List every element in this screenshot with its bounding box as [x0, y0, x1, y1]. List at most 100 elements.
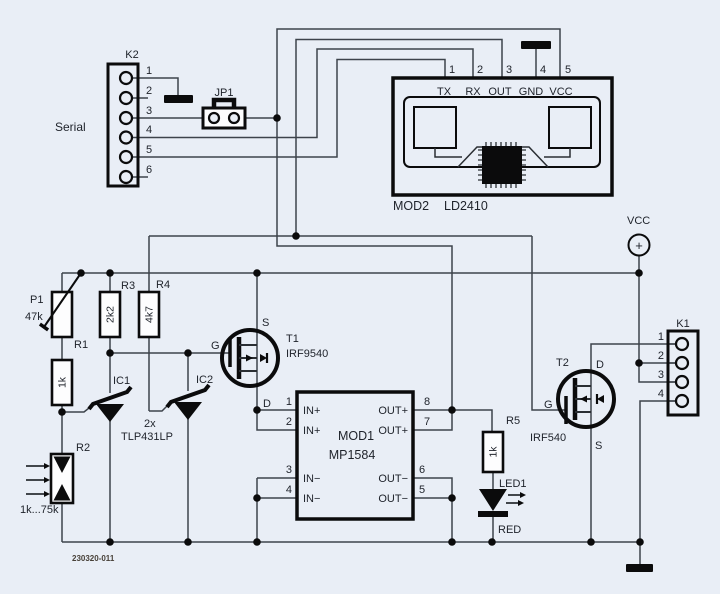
body-diode-icon — [597, 395, 604, 403]
r5-label: R5 — [506, 415, 520, 427]
mod2-ld2410-module: 1 2 3 4 5 TX RX OUT GND VCC MOD2 LD2410 — [391, 64, 614, 213]
mod1-pin-number: 3 — [286, 464, 292, 476]
ic2-label: IC2 — [196, 374, 213, 386]
mod1-pin-number: 2 — [286, 416, 292, 428]
mod1-pin-number: 8 — [424, 396, 430, 408]
mod1-pin-name: IN− — [303, 473, 320, 485]
mod1-pin-number: 6 — [419, 464, 425, 476]
mod2-pin-name: OUT — [488, 86, 512, 98]
jp1-label: JP1 — [215, 87, 234, 99]
r3-value: 2k2 — [105, 306, 117, 323]
radar-chip-icon — [478, 142, 526, 188]
t2-part: IRF540 — [530, 432, 566, 444]
mod1-pin-number: 1 — [286, 396, 292, 408]
t2-drain-label: D — [596, 359, 604, 371]
k1-pin-circle — [674, 374, 690, 390]
led1-red-led: LED1 RED — [478, 478, 527, 536]
k2-pin-number: 2 — [146, 85, 152, 97]
mod1-part: MP1584 — [329, 448, 376, 462]
k2-pin-circle — [118, 130, 134, 145]
k2-pin-circle — [118, 169, 134, 185]
mod2-pin-name: GND — [519, 86, 544, 98]
mosfet-arrow-icon — [580, 395, 587, 403]
ground-symbol-k2 — [164, 95, 193, 103]
ic-pair-qty: 2x — [144, 418, 156, 430]
k1-pin-number: 3 — [658, 369, 664, 381]
jp1-jumper: JP1 — [201, 87, 247, 130]
t1-gate-label: G — [211, 340, 220, 352]
p1-value: 47k — [25, 311, 43, 323]
r3-resistor: R3 2k2 — [98, 280, 135, 339]
r1-value: 1k — [57, 376, 69, 388]
mod1-pin-name: OUT− — [378, 473, 408, 485]
k2-pin-circle — [118, 149, 134, 165]
mod1-name: MOD1 — [338, 429, 374, 443]
k1-pin-number: 2 — [658, 350, 664, 362]
doc-number: 230320-011 — [72, 554, 115, 563]
t1-source-label: S — [262, 317, 269, 329]
k2-label: K2 — [125, 49, 138, 61]
light-arrows-icon — [26, 463, 50, 497]
k2-pin-circle — [118, 110, 134, 126]
led1-label: LED1 — [499, 478, 527, 490]
k1-pin-number: 4 — [658, 388, 664, 400]
k2-pin-number: 3 — [146, 105, 152, 117]
led1-color: RED — [498, 524, 521, 536]
wiper-arrow — [43, 272, 82, 328]
led-emission-arrows-icon — [506, 492, 526, 506]
r4-label: R4 — [156, 279, 170, 291]
serial-label: Serial — [55, 120, 86, 134]
k2-pin-number: 4 — [146, 124, 152, 136]
mosfet-arrow-icon — [246, 354, 253, 362]
mod2-part: LD2410 — [444, 199, 488, 213]
mod1-pin-name: IN− — [303, 493, 320, 505]
vcc-plus-icon: + — [635, 238, 643, 253]
mod2-pin-number: 2 — [477, 64, 483, 76]
antenna-pad-left — [413, 106, 457, 149]
body-diode-icon — [260, 354, 267, 362]
t1-pmosfet: S G D T1 IRF9540 — [211, 317, 328, 410]
ground-symbol-mod2 — [521, 41, 551, 49]
mod1-pin-number: 4 — [286, 484, 292, 496]
t1-part: IRF9540 — [286, 348, 328, 360]
k2-pin-number: 5 — [146, 144, 152, 156]
k1-label: K1 — [676, 318, 689, 330]
k1-pin-circle — [674, 336, 690, 352]
r2-value: 1k...75k — [20, 504, 59, 516]
k2-pin-circle — [118, 90, 134, 106]
mod2-pin-number: 5 — [565, 64, 571, 76]
t2-gate-label: G — [544, 399, 553, 411]
r1-label: R1 — [74, 339, 88, 351]
k2-connector: K2 1 2 3 4 5 6 Serial — [55, 49, 152, 188]
mod1-pin-name: IN+ — [303, 405, 320, 417]
mod1-pin-number: 5 — [419, 484, 425, 496]
r2-label: R2 — [76, 442, 90, 454]
ic1-label: IC1 — [113, 375, 130, 387]
k1-pin-number: 1 — [658, 331, 664, 343]
k1-pin-circle — [674, 355, 690, 371]
r1-resistor: R1 1k — [50, 339, 88, 407]
ground-symbol-main — [626, 564, 653, 572]
mod2-pin-name: TX — [437, 86, 452, 98]
k1-connector: K1 1 2 3 4 — [658, 318, 700, 417]
t2-label: T2 — [556, 357, 569, 369]
mod2-pin-name: RX — [465, 86, 481, 98]
mod1-pin-name: OUT− — [378, 493, 408, 505]
mod2-pin-number: 3 — [506, 64, 512, 76]
wires — [61, 28, 675, 564]
vcc-supply-symbol: + VCC — [627, 215, 651, 257]
r5-value: 1k — [488, 446, 500, 458]
k2-pin-number: 6 — [146, 164, 152, 176]
jumper-cap-icon — [211, 97, 237, 108]
junction-dots — [58, 114, 644, 546]
mod2-pin-number: 1 — [449, 64, 455, 76]
mod1-pin-name: OUT+ — [378, 405, 408, 417]
ic-pair-part: TLP431LP — [121, 431, 173, 443]
ic2-shunt-regulator: IC2 — [165, 374, 213, 420]
mod1-pin-name: IN+ — [303, 425, 320, 437]
r4-value: 4k7 — [144, 306, 156, 323]
mod1-pin-name: OUT+ — [378, 425, 408, 437]
k2-pin-number: 1 — [146, 65, 152, 77]
mod2-name: MOD2 — [393, 199, 429, 213]
